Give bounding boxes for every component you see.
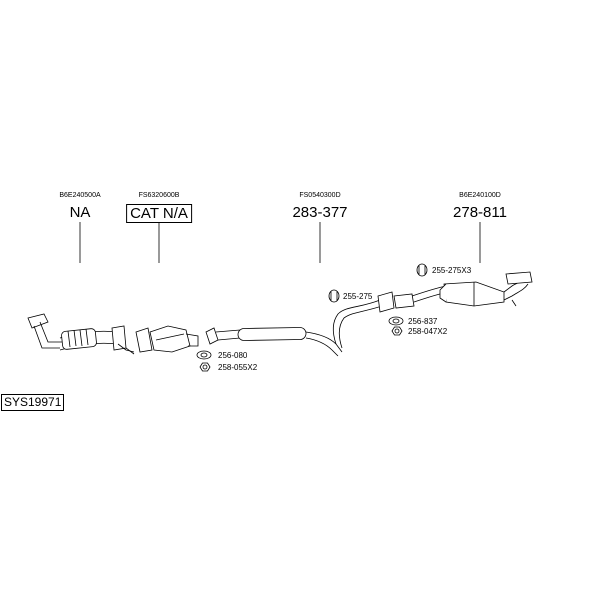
part-code-3: FS0540300D (299, 192, 341, 199)
part-code-1: B6E240500A (59, 192, 101, 199)
nut-icon-258-055X2 (199, 362, 211, 372)
part-number-4[interactable]: 278-811 (453, 204, 507, 221)
part-number-1[interactable]: NA (69, 204, 91, 221)
hardware-label-255-275X3[interactable]: 255-275X3 (432, 266, 472, 275)
part-code-4: B6E240100D (459, 192, 501, 199)
hardware-label-256-837[interactable]: 256-837 (408, 317, 438, 326)
intermediate-pipe (205, 291, 395, 357)
gasket-icon-256-837 (388, 316, 404, 326)
clamp-icon-255-275 (328, 289, 340, 303)
gasket-icon-256-080 (196, 350, 212, 360)
system-id-label: SYS19971 (1, 394, 65, 411)
hardware-label-258-047X2[interactable]: 258-047X2 (408, 327, 448, 336)
catalytic-converter (135, 325, 199, 353)
part-number-2[interactable]: CAT N/A (126, 204, 192, 223)
rear-silencer (393, 271, 533, 309)
part-code-2: FS6320600B (138, 192, 180, 199)
part-number-3[interactable]: 283-377 (292, 204, 348, 221)
front-pipe (27, 313, 135, 355)
hardware-label-256-080[interactable]: 256-080 (218, 351, 248, 360)
hardware-label-255-275[interactable]: 255-275 (343, 292, 373, 301)
nut-icon-258-047X2 (391, 326, 403, 336)
hardware-label-258-055X2[interactable]: 258-055X2 (218, 363, 258, 372)
clamp-icon-255-275X3 (416, 263, 428, 277)
